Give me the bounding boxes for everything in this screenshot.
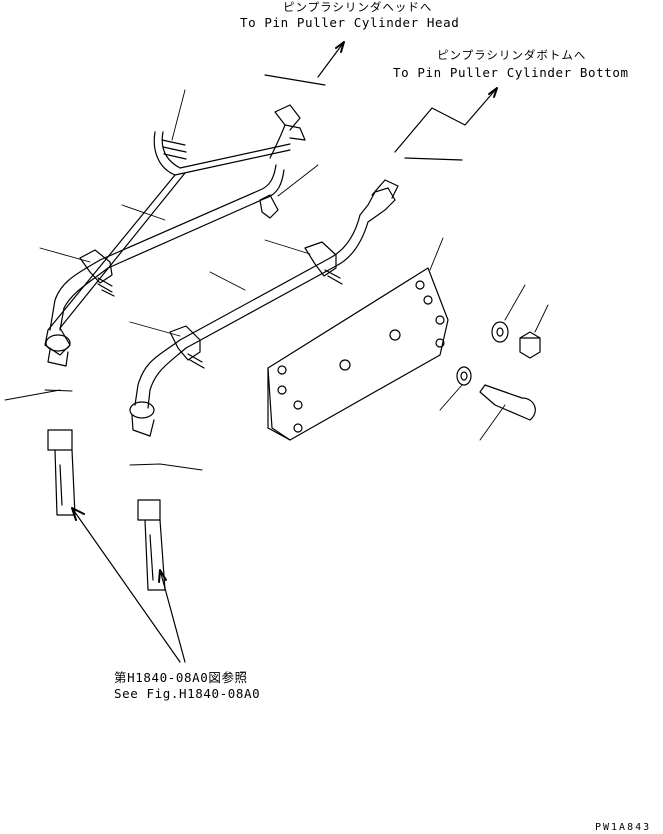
clamp-1 <box>79 249 115 297</box>
bracket-plate <box>267 267 449 441</box>
hose-right <box>137 499 166 591</box>
clamp-2 <box>304 241 343 285</box>
label-ref-en: See Fig.H1840-08A0 <box>114 686 261 701</box>
washer-upper <box>491 321 509 343</box>
clip <box>259 194 279 219</box>
label-ref-jp: 第H1840-08A0図参照 <box>114 670 248 685</box>
tube-upper <box>44 131 291 367</box>
label-bottom-en: To Pin Puller Cylinder Bottom <box>393 65 629 80</box>
tube-lower <box>129 179 399 437</box>
label-head-en: To Pin Puller Cylinder Head <box>240 15 460 30</box>
washer-lower <box>456 366 472 386</box>
tube-middle <box>49 104 306 331</box>
arrow-to-head <box>264 41 345 86</box>
drawing-code: PW1A843 <box>595 822 652 833</box>
nut <box>519 331 541 359</box>
bolt <box>479 384 536 421</box>
hose-left <box>47 429 76 516</box>
reference-arrows <box>71 507 186 663</box>
label-bottom-jp: ピンプラシリンダボトムへ <box>437 48 587 62</box>
clamp-3 <box>169 325 205 369</box>
leader-lines <box>4 89 549 471</box>
label-head-jp: ピンプラシリンダヘッドへ <box>283 0 433 14</box>
arrow-to-bottom <box>394 87 498 161</box>
